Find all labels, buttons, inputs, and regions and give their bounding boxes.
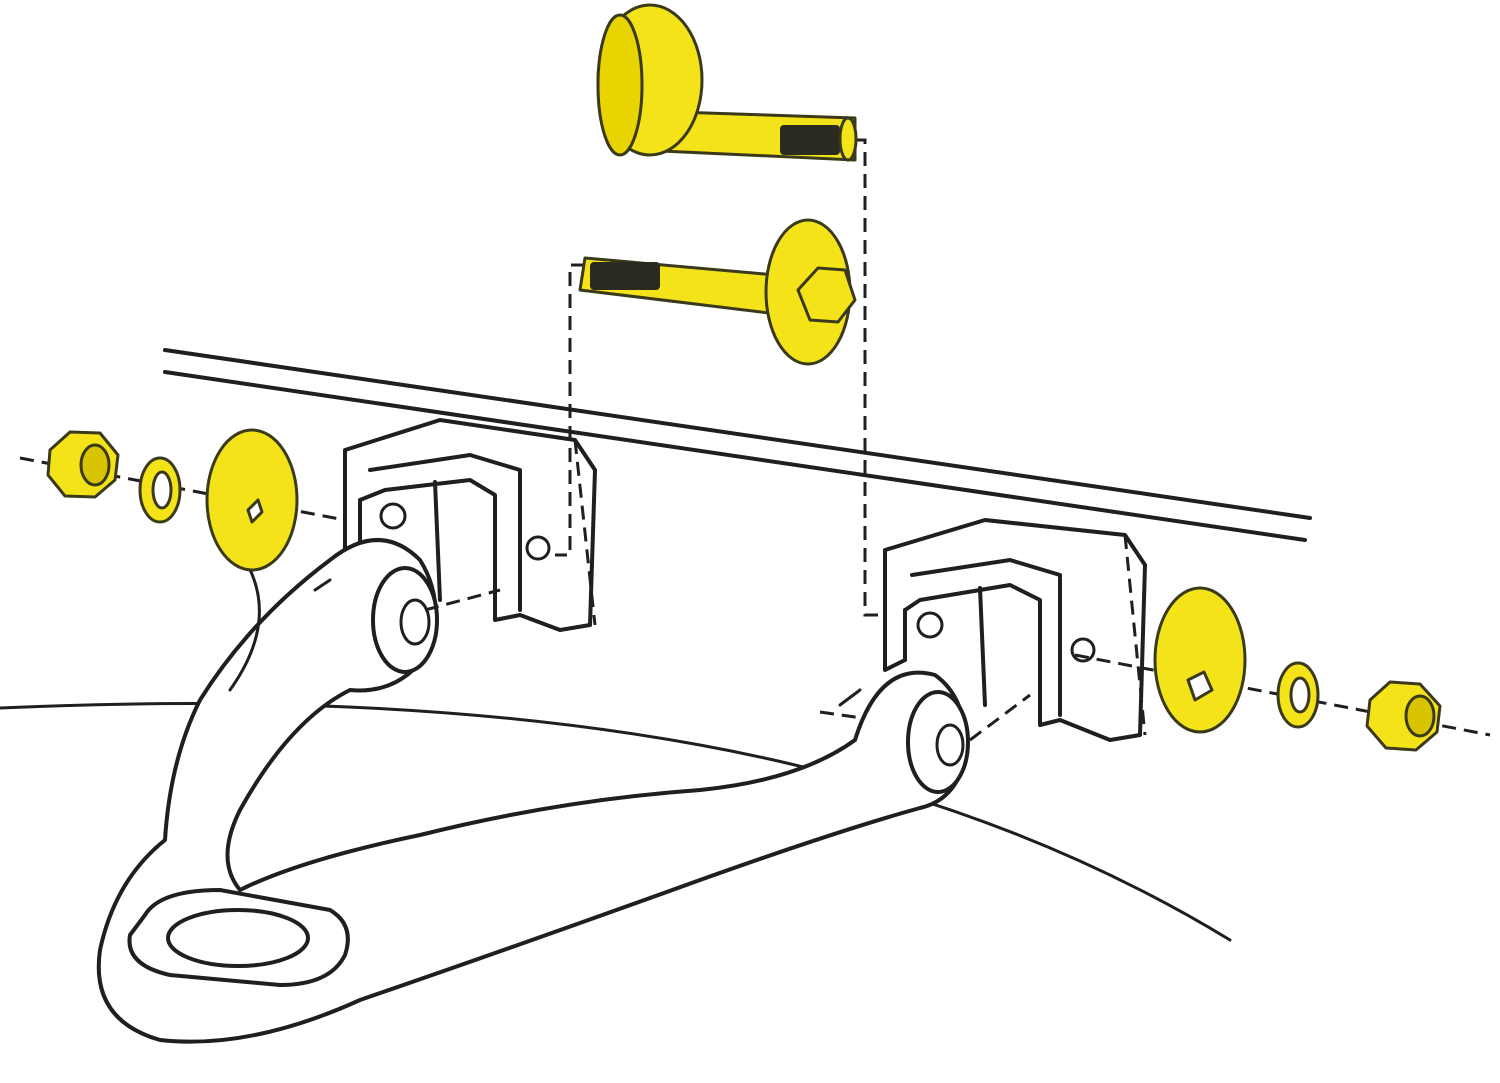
cam-washer-left [205, 428, 299, 572]
frame-bracket-left [343, 418, 597, 632]
hex-nut-right [1365, 680, 1442, 752]
cam-bolt-middle [578, 218, 857, 366]
cam-bolt-top [596, 3, 858, 162]
frame-bracket-right [883, 518, 1147, 742]
lock-washer-left [138, 456, 182, 524]
cam-washer-right [1153, 586, 1247, 734]
lock-washer-right [1276, 661, 1320, 729]
hex-nut-left [46, 430, 120, 499]
upper-control-arm [96, 538, 970, 1044]
